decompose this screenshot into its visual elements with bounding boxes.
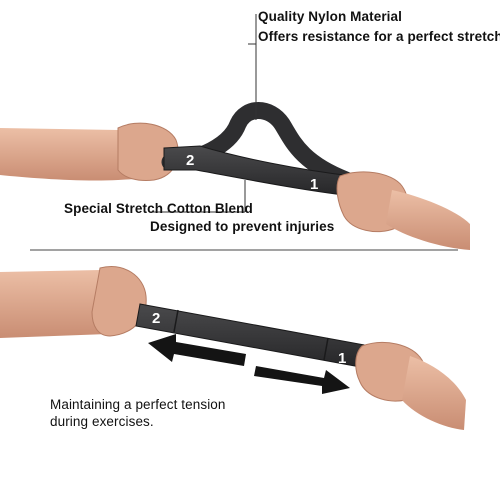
callout-material-subtitle: Offers resistance for a perfect stretch <box>258 29 500 44</box>
bottom-loop-number-right: 1 <box>338 350 346 367</box>
top-right-arm <box>386 190 470 250</box>
top-strap-loop <box>161 102 355 189</box>
bottom-strap-stitch-right <box>323 337 329 361</box>
bottom-caption-line1: Maintaining a perfect tension <box>50 397 226 412</box>
callout-material-title: Quality Nylon Material <box>258 9 402 24</box>
bottom-strap-stitch-left <box>173 309 179 333</box>
bottom-scene: 2 1 <box>0 266 466 430</box>
top-scene: 2 1 <box>0 14 470 250</box>
bottom-loop-number-left: 2 <box>152 310 160 327</box>
arrow-right-icon <box>254 366 350 394</box>
bottom-right-arm <box>402 356 466 430</box>
callout-blend-title: Special Stretch Cotton Blend <box>64 201 253 216</box>
callout-blend-subtitle: Designed to prevent injuries <box>150 219 335 234</box>
top-loop-number-left: 2 <box>186 152 194 169</box>
bottom-caption-line2: during exercises. <box>50 414 154 429</box>
top-loop-number-right: 1 <box>310 176 318 193</box>
arrow-left-icon <box>148 334 246 366</box>
